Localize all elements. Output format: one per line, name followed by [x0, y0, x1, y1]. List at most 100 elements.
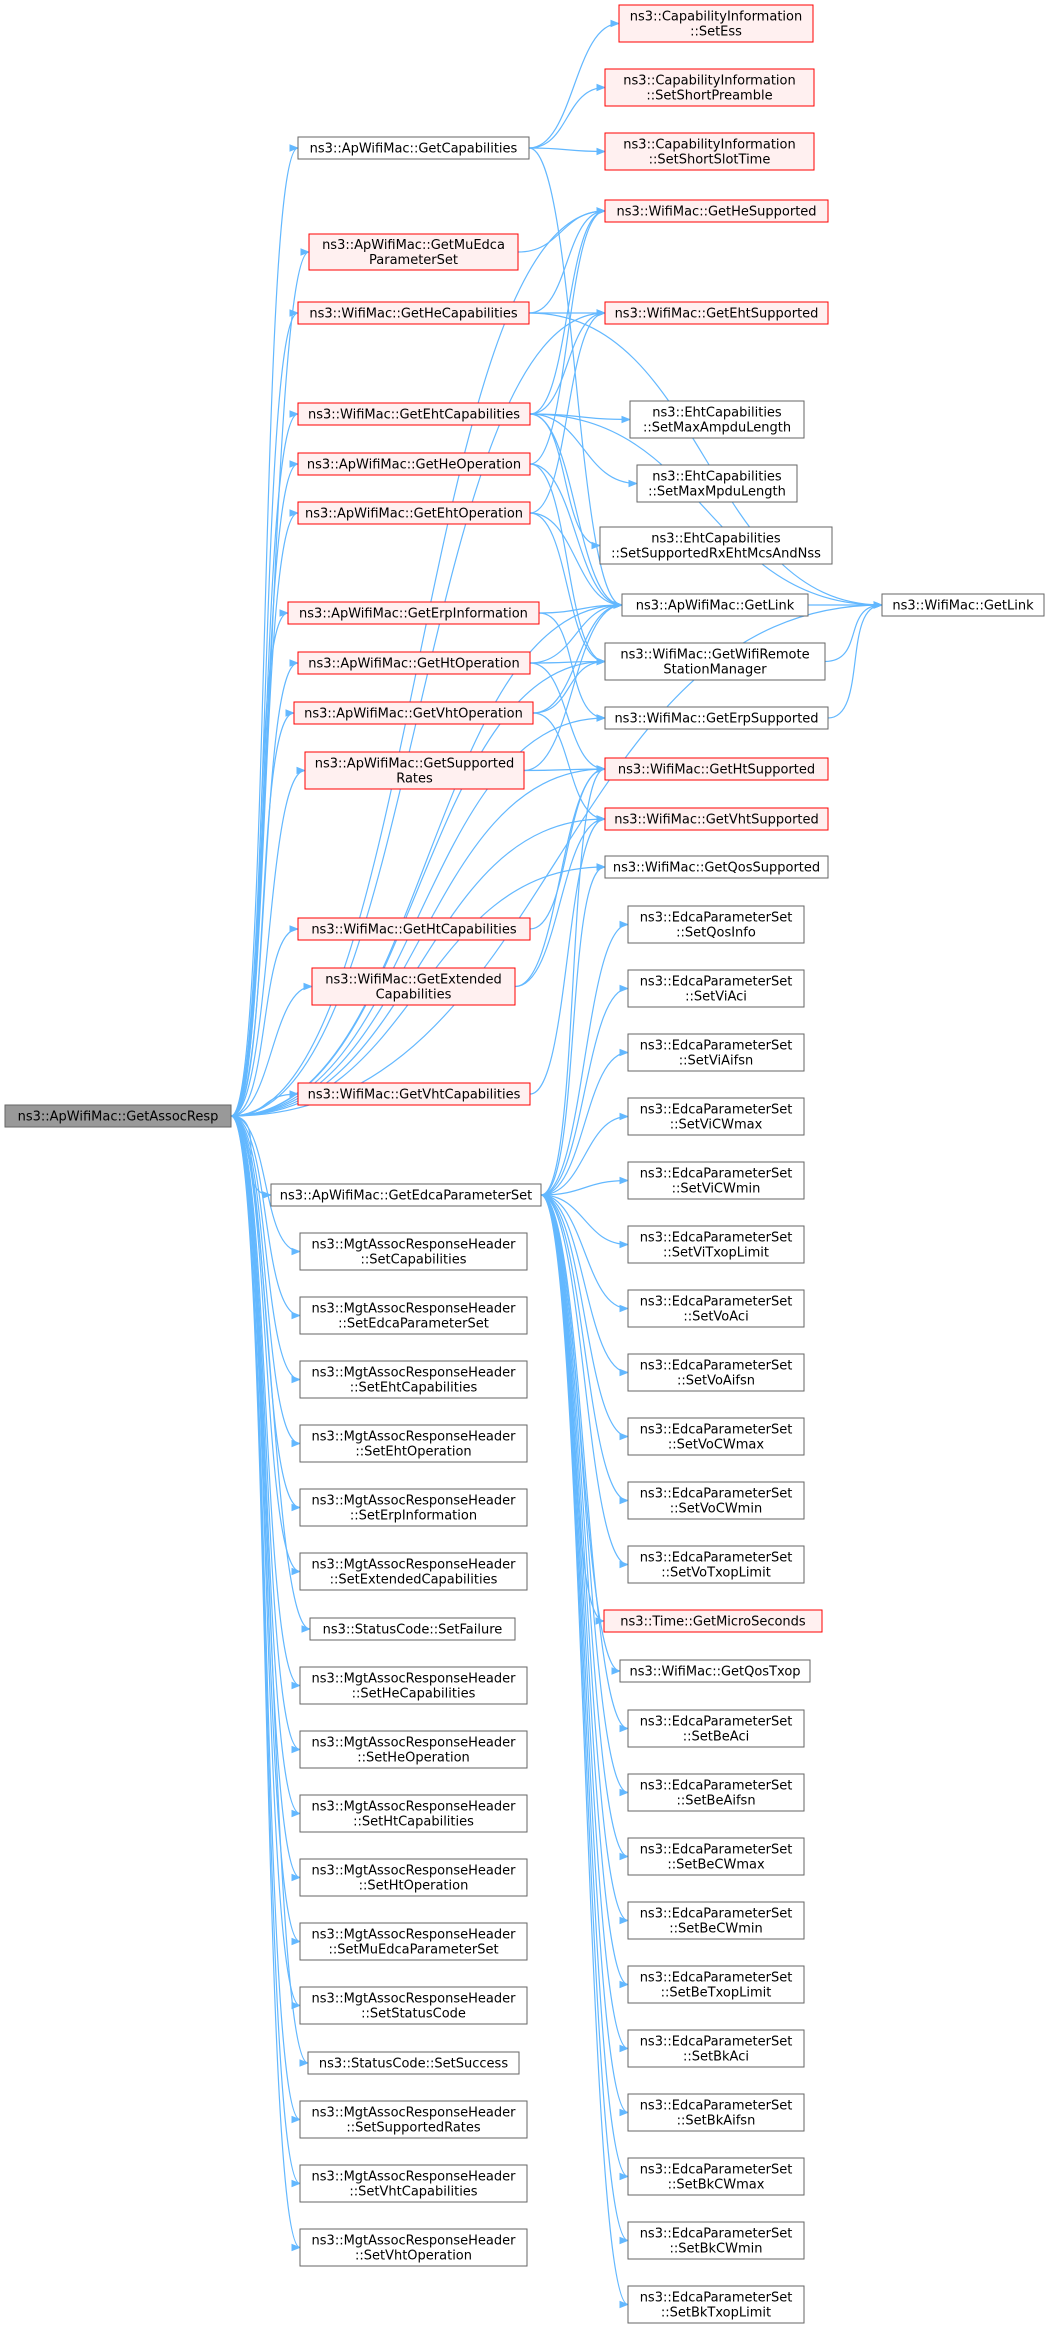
- node-root[interactable]: ns3::ApWifiMac::GetAssocResp: [4, 1104, 232, 1128]
- node-get-eht-cap[interactable]: ns3::WifiMac::GetEhtCapabilities: [297, 402, 531, 426]
- node-h-set-eht-op[interactable]: ns3::MgtAssocResponseHeader::SetEhtOpera…: [299, 1424, 528, 1463]
- node-time-get-micro[interactable]: ns3::Time::GetMicroSeconds: [603, 1609, 823, 1633]
- node-get-capabilities[interactable]: ns3::ApWifiMac::GetCapabilities: [297, 136, 530, 160]
- node-label: ::SetBkCWmax: [668, 2178, 765, 2193]
- node-h-set-erp[interactable]: ns3::MgtAssocResponseHeader::SetErpInfor…: [299, 1488, 528, 1527]
- node-h-set-vht-op[interactable]: ns3::MgtAssocResponseHeader::SetVhtOpera…: [299, 2228, 528, 2267]
- edge-get-edca-to-e-set-vo-cwmax: [540, 1194, 629, 1441]
- node-box: [309, 1617, 516, 1641]
- node-box: [627, 1097, 805, 1136]
- node-h-set-vht-cap[interactable]: ns3::MgtAssocResponseHeader::SetVhtCapab…: [299, 2164, 528, 2203]
- node-box: [621, 593, 809, 617]
- edge-get-he-op-to-ap-get-link: [529, 463, 623, 609]
- edge-get-eht-cap-to-eht-set-max-mpdu: [529, 413, 638, 488]
- node-label: ns3::MgtAssocResponseHeader: [312, 1864, 517, 1879]
- node-h-set-mu-edca[interactable]: ns3::MgtAssocResponseHeader::SetMuEdcaPa…: [299, 1922, 528, 1961]
- node-label: ::SetEhtOperation: [355, 1445, 471, 1460]
- node-label: ns3::MgtAssocResponseHeader: [312, 1366, 517, 1381]
- node-e-set-be-aci[interactable]: ns3::EdcaParameterSet::SetBeAci: [627, 1709, 805, 1748]
- node-h-set-he-cap[interactable]: ns3::MgtAssocResponseHeader::SetHeCapabi…: [299, 1666, 528, 1705]
- node-label: ns3::WifiMac::GetEhtCapabilities: [308, 408, 520, 423]
- node-e-set-be-cwmax[interactable]: ns3::EdcaParameterSet::SetBeCWmax: [627, 1837, 805, 1876]
- edge-get-eht-cap-to-eht-set-rx: [529, 413, 601, 550]
- node-get-vht-op[interactable]: ns3::ApWifiMac::GetVhtOperation: [293, 701, 534, 725]
- node-h-set-edca[interactable]: ns3::MgtAssocResponseHeader::SetEdcaPara…: [299, 1296, 528, 1335]
- node-get-edca[interactable]: ns3::ApWifiMac::GetEdcaParameterSet: [270, 1183, 542, 1207]
- node-get-qos-supp[interactable]: ns3::WifiMac::GetQosSupported: [604, 855, 829, 879]
- node-h-set-ext-cap[interactable]: ns3::MgtAssocResponseHeader::SetExtended…: [299, 1552, 528, 1591]
- node-e-set-bk-aci[interactable]: ns3::EdcaParameterSet::SetBkAci: [627, 2029, 805, 2068]
- edge-root-to-get-ht-cap: [230, 925, 299, 1117]
- node-e-set-vi-cwmax[interactable]: ns3::EdcaParameterSet::SetViCWmax: [627, 1097, 805, 1136]
- node-e-set-vi-txop[interactable]: ns3::EdcaParameterSet::SetViTxopLimit: [627, 1225, 805, 1264]
- node-eht-set-max-mpdu[interactable]: ns3::EhtCapabilities::SetMaxMpduLength: [636, 464, 798, 503]
- node-cap-set-ess[interactable]: ns3::CapabilityInformation::SetEss: [618, 4, 814, 43]
- node-h-set-eht-cap[interactable]: ns3::MgtAssocResponseHeader::SetEhtCapab…: [299, 1360, 528, 1399]
- node-box: [4, 1104, 232, 1128]
- node-label: ns3::WifiMac::GetQosTxop: [629, 1665, 800, 1680]
- node-get-vht-supp[interactable]: ns3::WifiMac::GetVhtSupported: [604, 807, 829, 831]
- node-e-set-vi-cwmin[interactable]: ns3::EdcaParameterSet::SetViCWmin: [627, 1161, 805, 1200]
- node-ap-get-link[interactable]: ns3::ApWifiMac::GetLink: [621, 593, 809, 617]
- node-e-set-vo-aifsn[interactable]: ns3::EdcaParameterSet::SetVoAifsn: [627, 1353, 805, 1392]
- node-get-erp-info[interactable]: ns3::ApWifiMac::GetErpInformation: [287, 601, 540, 625]
- node-get-he-op[interactable]: ns3::ApWifiMac::GetHeOperation: [297, 452, 531, 476]
- node-e-set-bk-aifsn[interactable]: ns3::EdcaParameterSet::SetBkAifsn: [627, 2093, 805, 2132]
- node-get-ht-cap[interactable]: ns3::WifiMac::GetHtCapabilities: [297, 917, 531, 941]
- node-e-set-vi-aifsn[interactable]: ns3::EdcaParameterSet::SetViAifsn: [627, 1033, 805, 1072]
- node-label: ::SetVoTxopLimit: [661, 1566, 771, 1581]
- node-get-he-supp[interactable]: ns3::WifiMac::GetHeSupported: [604, 199, 829, 223]
- node-box: [297, 301, 530, 325]
- node-h-set-supp-rates[interactable]: ns3::MgtAssocResponseHeader::SetSupporte…: [299, 2100, 528, 2139]
- node-get-eht-op[interactable]: ns3::ApWifiMac::GetEhtOperation: [297, 501, 531, 525]
- node-e-set-be-aifsn[interactable]: ns3::EdcaParameterSet::SetBeAifsn: [627, 1773, 805, 1812]
- node-get-he-cap[interactable]: ns3::WifiMac::GetHeCapabilities: [297, 301, 530, 325]
- node-get-erp-supp[interactable]: ns3::WifiMac::GetErpSupported: [604, 706, 829, 730]
- node-e-set-qos-info[interactable]: ns3::EdcaParameterSet::SetQosInfo: [627, 905, 805, 944]
- node-get-remote-mgr[interactable]: ns3::WifiMac::GetWifiRemoteStationManage…: [604, 642, 826, 681]
- node-label: ns3::WifiMac::GetExtended: [325, 973, 501, 988]
- node-label: ns3::EdcaParameterSet: [640, 2035, 793, 2050]
- node-e-set-vo-txop[interactable]: ns3::EdcaParameterSet::SetVoTxopLimit: [627, 1545, 805, 1584]
- node-box: [627, 1225, 805, 1264]
- node-box: [629, 400, 805, 439]
- edge-get-he-op-to-get-he-supp: [529, 207, 606, 465]
- node-label: ::SetVoCWmax: [668, 1438, 765, 1453]
- edge-get-edca-to-e-set-be-cwmin: [540, 1194, 629, 1925]
- node-e-set-bk-txop[interactable]: ns3::EdcaParameterSet::SetBkTxopLimit: [627, 2285, 805, 2324]
- node-e-set-be-cwmin[interactable]: ns3::EdcaParameterSet::SetBeCWmin: [627, 1901, 805, 1940]
- node-h-set-status[interactable]: ns3::MgtAssocResponseHeader::SetStatusCo…: [299, 1986, 528, 2025]
- node-e-set-bk-cwmin[interactable]: ns3::EdcaParameterSet::SetBkCWmin: [627, 2221, 805, 2260]
- node-sc-set-success[interactable]: ns3::StatusCode::SetSuccess: [307, 2051, 520, 2075]
- node-sc-set-failure[interactable]: ns3::StatusCode::SetFailure: [309, 1617, 516, 1641]
- node-get-eht-supp[interactable]: ns3::WifiMac::GetEhtSupported: [604, 301, 829, 325]
- node-label: ns3::MgtAssocResponseHeader: [312, 1302, 517, 1317]
- node-e-set-be-txop[interactable]: ns3::EdcaParameterSet::SetBeTxopLimit: [627, 1965, 805, 2004]
- node-cap-set-short-slot[interactable]: ns3::CapabilityInformation::SetShortSlot…: [604, 132, 815, 171]
- node-cap-set-short-pre[interactable]: ns3::CapabilityInformation::SetShortPrea…: [604, 68, 815, 107]
- node-get-vht-cap[interactable]: ns3::WifiMac::GetVhtCapabilities: [297, 1082, 531, 1106]
- node-e-set-vi-aci[interactable]: ns3::EdcaParameterSet::SetViAci: [627, 969, 805, 1008]
- node-e-set-vo-cwmin[interactable]: ns3::EdcaParameterSet::SetVoCWmin: [627, 1481, 805, 1520]
- node-eht-set-rx[interactable]: ns3::EhtCapabilities::SetSupportedRxEhtM…: [599, 526, 833, 565]
- node-e-set-bk-cwmax[interactable]: ns3::EdcaParameterSet::SetBkCWmax: [627, 2157, 805, 2196]
- call-edges: [230, 19, 883, 2309]
- node-get-ht-op[interactable]: ns3::ApWifiMac::GetHtOperation: [297, 651, 531, 675]
- node-e-set-vo-aci[interactable]: ns3::EdcaParameterSet::SetVoAci: [627, 1289, 805, 1328]
- edge-get-edca-to-e-set-vo-cwmin: [540, 1194, 629, 1505]
- node-wm-get-link[interactable]: ns3::WifiMac::GetLink: [881, 593, 1045, 617]
- edge-root-to-get-capabilities: [230, 144, 299, 1117]
- node-h-set-cap[interactable]: ns3::MgtAssocResponseHeader::SetCapabili…: [299, 1232, 528, 1271]
- node-h-set-ht-cap[interactable]: ns3::MgtAssocResponseHeader::SetHtCapabi…: [299, 1794, 528, 1833]
- node-label: ::SetSupportedRates: [346, 2121, 481, 2136]
- node-get-ht-supp[interactable]: ns3::WifiMac::GetHtSupported: [604, 757, 829, 781]
- node-h-set-ht-op[interactable]: ns3::MgtAssocResponseHeader::SetHtOperat…: [299, 1858, 528, 1897]
- node-get-qos-txop[interactable]: ns3::WifiMac::GetQosTxop: [619, 1659, 811, 1683]
- node-h-set-he-op[interactable]: ns3::MgtAssocResponseHeader::SetHeOperat…: [299, 1730, 528, 1769]
- edge-get-edca-to-e-set-vo-txop: [540, 1194, 629, 1569]
- node-eht-set-max-ampdu[interactable]: ns3::EhtCapabilities::SetMaxAmpduLength: [629, 400, 805, 439]
- node-e-set-vo-cwmax[interactable]: ns3::EdcaParameterSet::SetVoCWmax: [627, 1417, 805, 1456]
